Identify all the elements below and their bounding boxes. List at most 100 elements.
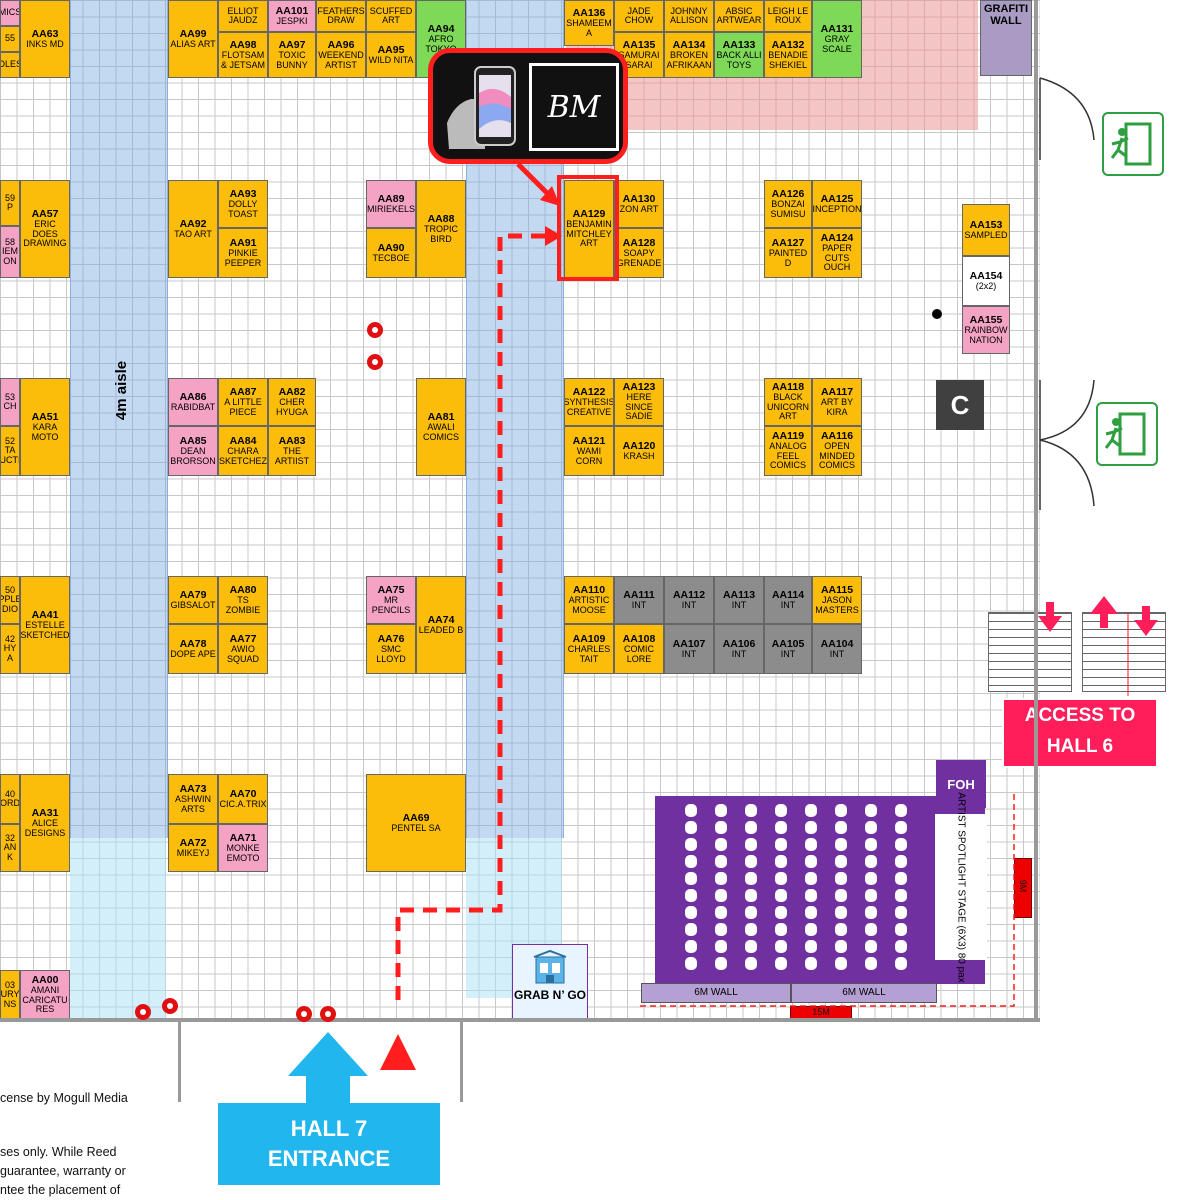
booth[interactable]: OLES <box>0 52 20 78</box>
booth-code: AA41 <box>31 609 59 622</box>
booth-name: A LITTLE PIECE <box>224 397 262 417</box>
booth[interactable]: SCUFFED ART <box>366 0 416 32</box>
booth[interactable]: 40 ORD <box>0 774 20 824</box>
seat <box>715 821 727 834</box>
booth[interactable]: AA154(2x2) <box>962 256 1010 306</box>
seat <box>805 923 817 936</box>
booth[interactable]: ABSIC ARTWEAR <box>714 0 764 32</box>
seat <box>865 821 877 834</box>
hall-7-entrance[interactable]: HALL 7 ENTRANCE <box>218 1103 440 1185</box>
booth[interactable]: 42 HY A <box>0 624 20 674</box>
booth[interactable]: MICS <box>0 0 20 26</box>
booth[interactable]: JADE CHOW <box>614 0 664 32</box>
booth[interactable]: 32 AN K <box>0 824 20 872</box>
booth[interactable]: LEIGH LE ROUX <box>764 0 812 32</box>
booth[interactable]: 53 CH <box>0 378 20 426</box>
booth[interactable]: ELLIOT JAUDZ <box>218 0 268 32</box>
booth[interactable]: 58 IEM ON <box>0 226 20 278</box>
booth[interactable]: JOHNNY ALLISON <box>664 0 714 32</box>
booth[interactable]: 50 PPLE DIO <box>0 576 20 624</box>
booth[interactable]: 55 <box>0 26 20 52</box>
booth-name: LEADED B <box>418 624 464 635</box>
grab-n-go-kiosk[interactable]: GRAB N’ GO <box>512 944 588 1020</box>
booth-code: AA132 <box>771 39 805 52</box>
booth[interactable]: 59 P <box>0 180 20 226</box>
wall-6m: 6M WALL <box>791 983 937 1003</box>
booth[interactable]: FEATHERS DRAW <box>316 0 366 32</box>
booth[interactable]: 52 TA UCTI <box>0 426 20 476</box>
